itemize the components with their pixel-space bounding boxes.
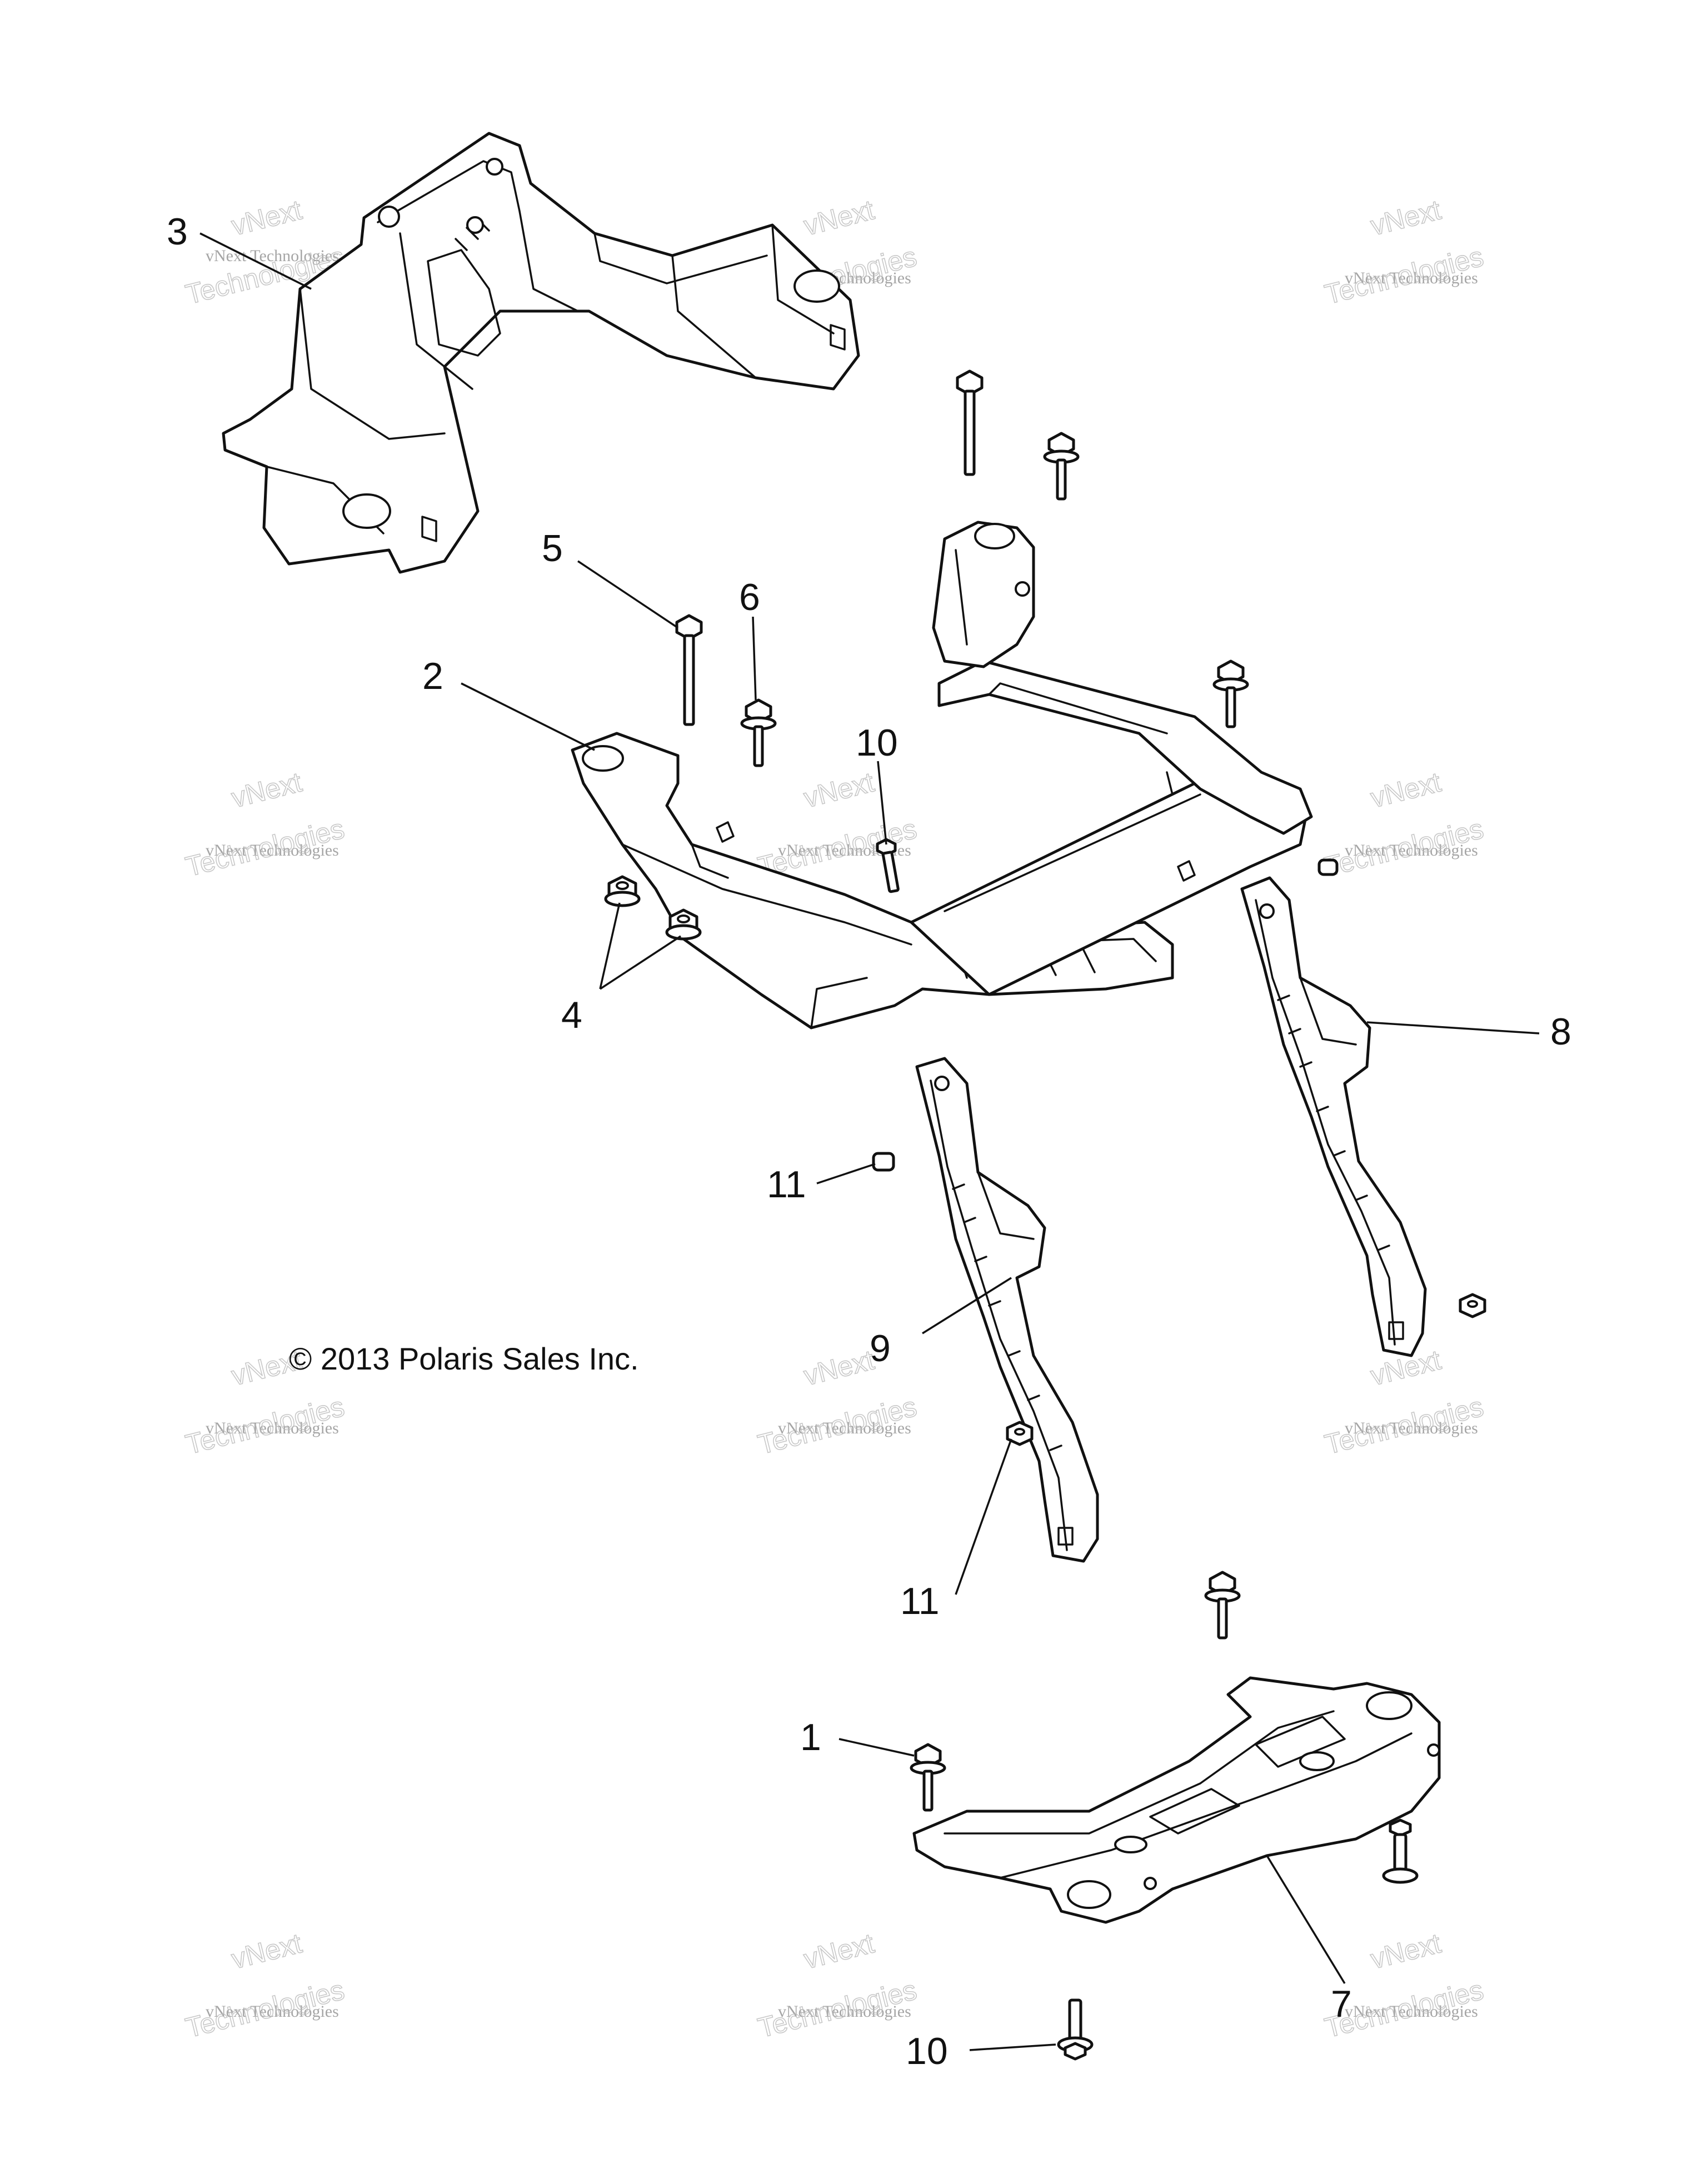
leader-11b [955, 1438, 1012, 1595]
watermark-big: Technologies [1321, 813, 1486, 882]
watermark-top: vNext [801, 194, 877, 241]
watermark-top: vNext [801, 1344, 877, 1391]
leader-5 [577, 560, 678, 629]
leader-2 [461, 682, 595, 751]
callout-4: 4 [561, 994, 582, 1036]
callout-10-lower: 10 [906, 2030, 948, 2072]
watermark-small: vNext Technologies [1345, 269, 1478, 287]
watermark: vNext vNext Technologies Technologies [1321, 194, 1487, 311]
callout-2: 2 [422, 655, 443, 697]
watermark-small: vNext Technologies [778, 2002, 911, 2021]
fastener-insert-8 [1317, 858, 1339, 876]
callout-11-upper: 11 [767, 1163, 806, 1206]
leader-3 [199, 232, 312, 290]
watermark-top: vNext [1367, 1927, 1444, 1975]
callout-7: 7 [1331, 1983, 1352, 2025]
watermark-small: vNext Technologies [206, 247, 339, 265]
leader-lines [199, 232, 1540, 2051]
watermark-top: vNext [801, 766, 877, 813]
watermark-big: Technologies [755, 1391, 920, 1460]
fastener-bolt-lower-right [1382, 1818, 1419, 1884]
callout-8: 8 [1550, 1011, 1571, 1053]
watermark-small: vNext Technologies [778, 1419, 911, 1437]
watermark-big: Technologies [755, 1974, 920, 2043]
watermark-top: vNext [228, 766, 305, 813]
fastener-insert-11a [872, 1152, 895, 1172]
leader-1 [838, 1738, 915, 1757]
watermark: vNext vNext Technologies Technologies [1321, 766, 1487, 883]
leader-11a [816, 1163, 876, 1185]
watermark-small: vNext Technologies [1345, 2002, 1478, 2021]
part-3-upper-bracket [222, 132, 860, 574]
watermark-big: Technologies [182, 813, 347, 882]
fastener-nut-4b [665, 908, 702, 941]
callout-11-lower: 11 [900, 1580, 940, 1622]
fastener-nut-11b [1006, 1421, 1034, 1446]
part-9-left-rail [915, 1057, 1099, 1563]
fastener-bolt-10-lower [1057, 1998, 1094, 2061]
part-7-lower-crossmember [912, 1676, 1441, 1924]
watermark: vNext vNext Technologies Technologies [755, 1344, 920, 1461]
watermark-big: Technologies [1321, 1391, 1486, 1460]
leader-8 [1366, 1021, 1540, 1034]
fastener-nut-right [1459, 1293, 1486, 1318]
watermark-small: vNext Technologies [1345, 841, 1478, 859]
callout-5: 5 [542, 527, 563, 569]
leader-10-upper [877, 761, 887, 845]
watermark-big: Technologies [1321, 241, 1486, 310]
fastener-nut-4a [604, 875, 641, 907]
part-2-main-crossmember [571, 521, 1313, 1029]
watermark-big: Technologies [182, 1391, 347, 1460]
watermark-top: vNext [228, 1927, 305, 1975]
watermark-big: Technologies [182, 1974, 347, 2043]
callout-1: 1 [800, 1716, 821, 1758]
fastener-bolt-right-arm [1212, 659, 1249, 728]
leader-6 [752, 616, 757, 701]
callout-6: 6 [739, 576, 760, 618]
fastener-long-bolt-top [956, 369, 984, 476]
watermark: vNext vNext Technologies Technologies [1321, 1344, 1487, 1461]
fastener-bolt-1 [910, 1743, 946, 1812]
leader-10-lower [969, 2043, 1056, 2051]
fastener-bolt-6 [740, 698, 777, 767]
watermark-top: vNext [1367, 766, 1444, 813]
fastener-flange-bolt-top [1043, 432, 1080, 501]
callout-labels: 3 5 6 2 10 4 8 11 9 11 1 7 10 [167, 211, 1571, 2072]
fastener-bolt-lower-top [1204, 1571, 1241, 1640]
watermark-small: vNext Technologies [1345, 1419, 1478, 1437]
fastener-bolt-10-upper [876, 838, 900, 893]
callout-10-upper: 10 [856, 722, 898, 764]
watermark: vNext vNext Technologies Technologies [755, 1927, 920, 2045]
watermark-top: vNext [1367, 194, 1444, 241]
watermark-top: vNext [228, 194, 305, 241]
watermark: vNext vNext Technologies Technologies [182, 766, 348, 883]
leader-9 [922, 1277, 1012, 1335]
callout-3: 3 [167, 211, 188, 253]
callout-9: 9 [870, 1327, 891, 1370]
watermark: vNext vNext Technologies Technologies [182, 1927, 348, 2045]
copyright-notice: © 2013 Polaris Sales Inc. [289, 1341, 639, 1376]
leader-7 [1266, 1855, 1346, 1984]
leader-4a [599, 902, 621, 989]
watermark-small: vNext Technologies [206, 2002, 339, 2021]
watermark-small: vNext Technologies [206, 1419, 339, 1437]
fastener-bolt-5 [675, 614, 703, 726]
leader-4b [600, 935, 681, 990]
watermark-small: vNext Technologies [206, 841, 339, 859]
watermark-top: vNext [801, 1927, 877, 1975]
part-8-right-rail [1240, 876, 1427, 1357]
